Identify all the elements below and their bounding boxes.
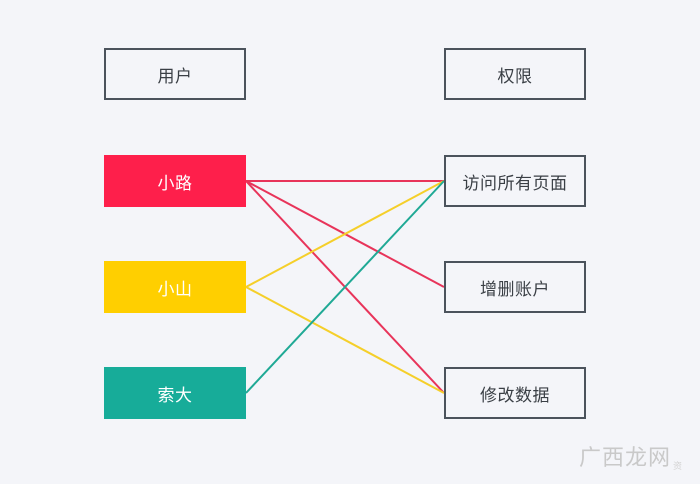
user-node-suoda: 索大 xyxy=(104,367,246,419)
permission-node-view-all: 访问所有页面 xyxy=(444,155,586,207)
permissions-header: 权限 xyxy=(444,48,586,100)
user-node-xiaolu: 小路 xyxy=(104,155,246,207)
link-xiaoshan-modify-data xyxy=(245,286,445,394)
watermark-sub: 资 xyxy=(672,462,682,472)
permission-node-modify-data: 修改数据 xyxy=(444,367,586,419)
watermark-text: 广西龙网 xyxy=(578,446,671,471)
link-xiaoshan-view-all xyxy=(245,180,445,288)
user-node-xiaoshan: 小山 xyxy=(104,261,246,313)
users-header: 用户 xyxy=(104,48,246,100)
watermark-logo: 广西龙网 资 xyxy=(579,440,682,472)
permission-node-manage-accounts: 增删账户 xyxy=(444,261,586,313)
link-suoda-view-all xyxy=(245,180,445,394)
